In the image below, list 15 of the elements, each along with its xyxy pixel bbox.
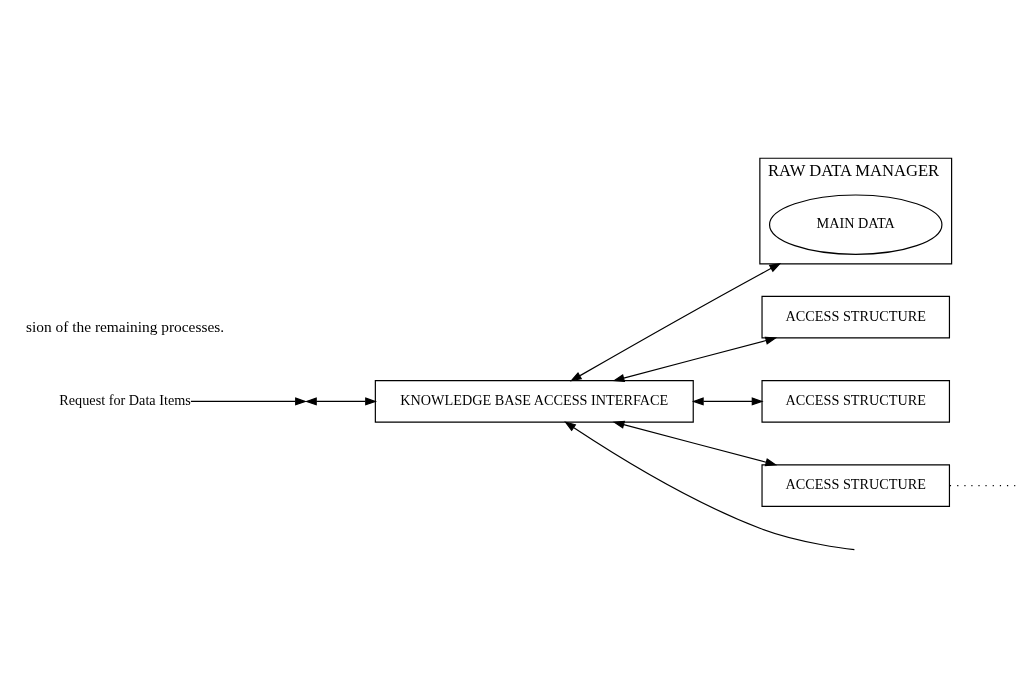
arrow xyxy=(612,336,778,383)
node-text: Request for Data Items xyxy=(59,392,191,409)
arrow xyxy=(190,397,307,406)
node-box: KNOWLEDGE BASE ACCESS INTERFACE xyxy=(374,380,694,423)
arrow xyxy=(612,420,778,467)
connector xyxy=(949,485,1019,487)
arrow xyxy=(691,397,764,406)
node-box: ACCESS STRUCTURE xyxy=(761,380,951,423)
node-box: ACCESS STRUCTURE xyxy=(761,464,951,507)
node-box: ACCESS STRUCTURE xyxy=(761,295,951,339)
arrow xyxy=(304,397,378,406)
label: sion of the remaining processes. xyxy=(26,317,225,335)
arrow xyxy=(564,421,855,551)
node-ellipse: MAIN DATA xyxy=(768,194,943,255)
arrow xyxy=(569,262,782,382)
